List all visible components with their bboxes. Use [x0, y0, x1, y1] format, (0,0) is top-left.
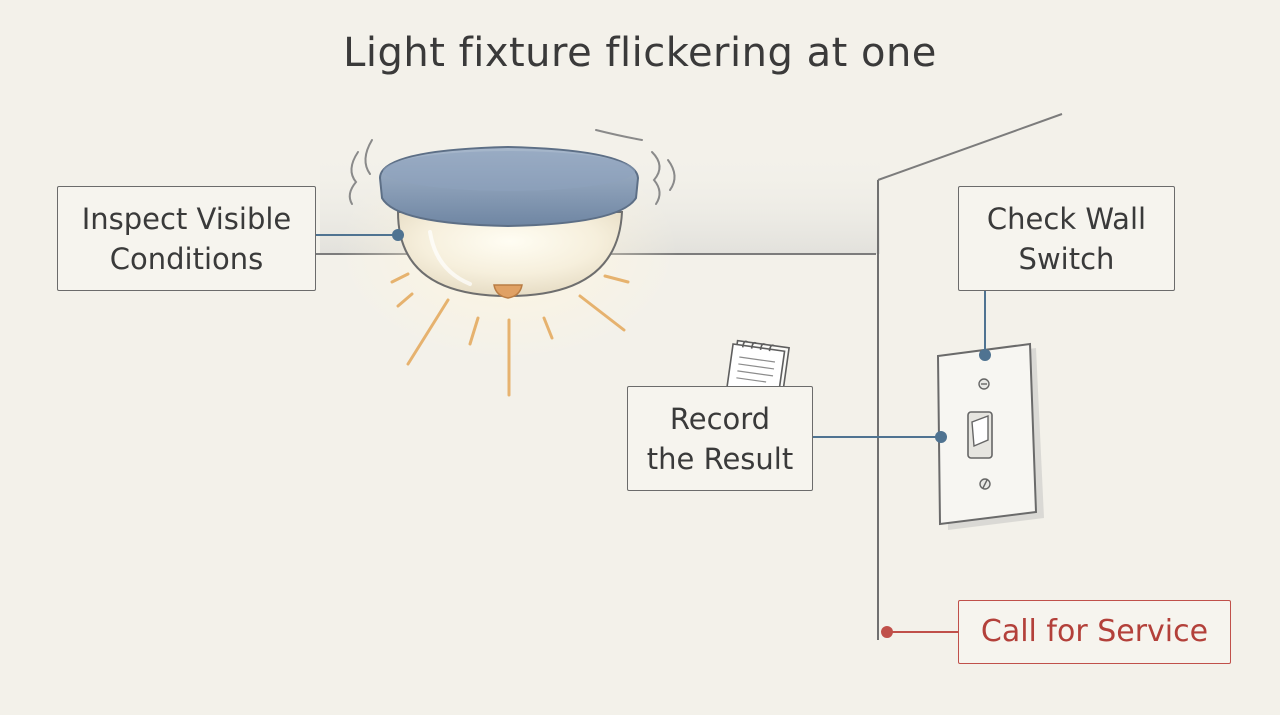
step-call-for-service: Call for Service [958, 600, 1231, 664]
connector-lines [316, 229, 991, 638]
ceiling-light-icon [338, 129, 678, 397]
step-check-wall-switch: Check Wall Switch [958, 186, 1175, 291]
step-inspect-visible-conditions: Inspect Visible Conditions [57, 186, 316, 291]
wall-switch-icon [936, 342, 1044, 530]
diagram-title: Light fixture flickering at one [343, 30, 937, 76]
notepad-icon [725, 339, 790, 400]
step-record-result: Record the Result [627, 386, 813, 491]
